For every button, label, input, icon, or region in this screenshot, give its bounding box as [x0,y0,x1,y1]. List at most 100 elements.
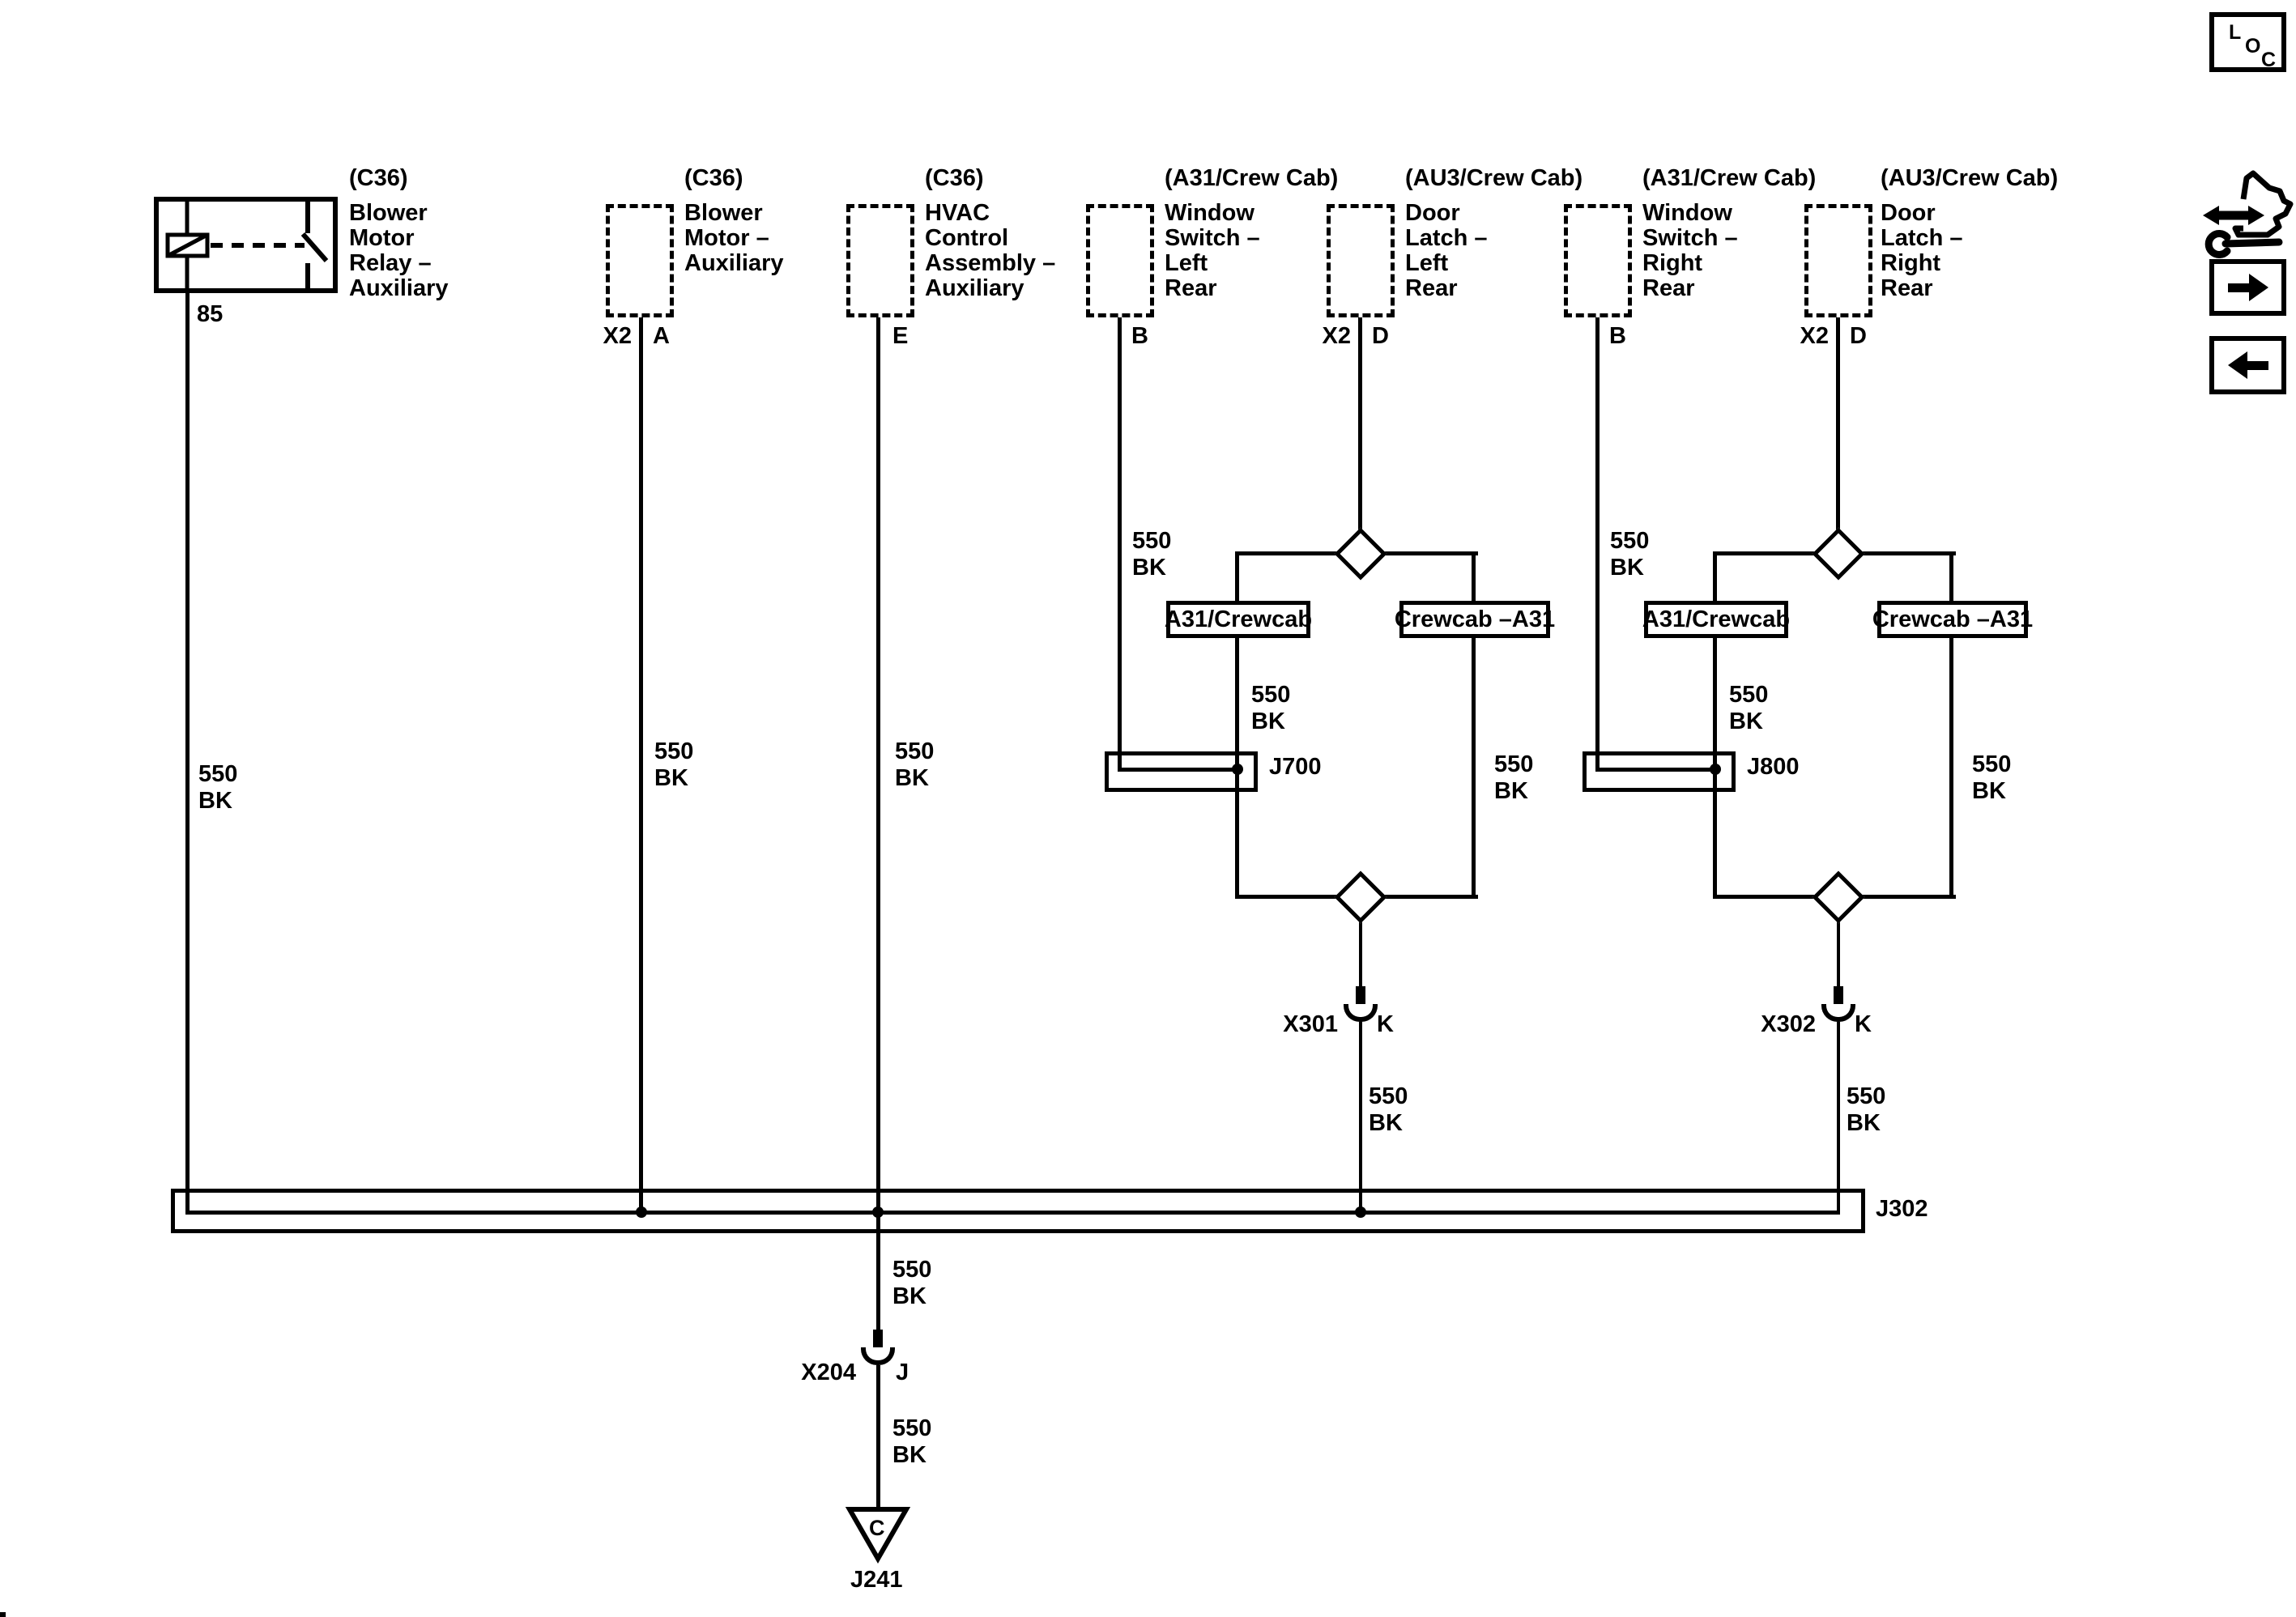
wire-color: BK [895,765,929,791]
loc-letter-c: C [2261,49,2277,71]
connector-box-door-latch-left [1327,204,1395,317]
option-label: Crewcab –A31 [1394,606,1556,632]
wire-color: BK [1251,709,1285,734]
relay-pin-85: 85 [197,301,224,327]
option-merge-diamond-left-bottom [1334,870,1387,924]
stub-x301-upper [1359,916,1362,986]
wire-circuit: 550 [1847,1083,1886,1109]
wire-circuit: 550 [1972,751,2012,777]
wire-label-relay: 550 BK [198,761,237,815]
wire-color: BK [1847,1110,1881,1136]
loc-letter-l: L [2229,21,2242,44]
splice-label-j302: J302 [1876,1196,1928,1222]
wire-label-below-x302: 550 BK [1847,1083,1885,1137]
window-switch-right-line2: Switch – [1642,225,1738,251]
option-merge-diamond-right-bottom [1812,870,1865,924]
wire-color: BK [892,1442,926,1468]
splice-label-j700: J700 [1269,754,1322,780]
door-latch-right-line1: Door [1881,200,1936,226]
drop-right-crew-upper [1949,551,1953,601]
window-switch-left-tag: (A31/Crew Cab) [1165,165,1339,191]
wire-hvac-e-lower [876,1365,880,1511]
hvac-line3: Assembly – [925,250,1056,276]
drop-left-a31-upper [1235,551,1239,601]
splice-j800-inner-wire [1595,768,1717,772]
wire-label-left-a31-branch: 550 BK [1251,682,1290,735]
previous-page-button[interactable] [2209,336,2286,394]
hvac-line2: Control [925,225,1009,251]
connector-box-hvac [846,204,914,317]
connector-box-door-latch-right [1804,204,1872,317]
wire-circuit: 550 [892,1415,932,1441]
page-corner-mark [0,1612,6,1617]
wire-blower-motor-a [639,317,643,1215]
connector-box-blower-motor [606,204,674,317]
wire-hvac-e [876,317,880,1330]
right-arrow-icon [2227,274,2268,301]
door-latch-right-pin-d: D [1850,323,1867,349]
splice-j302-inner-wire [185,1211,1840,1215]
splice-j700-inner-wire [1118,768,1239,772]
blower-motor-line3: Auxiliary [684,250,784,276]
window-switch-left-line3: Left [1165,250,1208,276]
wire-circuit: 550 [198,761,238,787]
x204-socket-icon [861,1347,895,1365]
drop-right-crew-lower [1949,638,1953,899]
drop-left-crew-upper [1472,551,1476,601]
option-label: A31/Crewcab [1164,606,1313,632]
option-label: A31/Crewcab [1642,606,1791,632]
window-switch-left-pin-b: B [1131,323,1148,349]
wire-label-below-x301: 550 BK [1369,1083,1408,1137]
loc-letter-o: O [2245,35,2261,57]
wire-circuit: 550 [892,1257,932,1283]
wire-label-window-left: 550 BK [1132,528,1171,581]
blower-motor-line1: Blower [684,200,763,226]
ground-symbol-icon [845,1507,911,1564]
door-latch-left-line2: Latch – [1405,225,1488,251]
window-switch-right-line3: Right [1642,250,1703,276]
relay-name-line1: Blower [349,200,428,226]
door-latch-left-line3: Left [1405,250,1449,276]
option-label: Crewcab –A31 [1872,606,2034,632]
wire-relay-85-ground [185,293,190,1215]
wire-color: BK [1369,1110,1403,1136]
junction-dot-j302-blower [636,1206,647,1218]
wire-label-right-crew-branch: 550 BK [1972,751,2011,805]
loc-button[interactable]: L O C [2209,12,2286,72]
wire-label-hvac: 550 BK [895,738,934,792]
wire-label-above-x204: 550 BK [892,1257,931,1310]
door-latch-right-line4: Rear [1881,275,1933,301]
window-switch-right-line1: Window [1642,200,1732,226]
wire-label-blower: 550 BK [654,738,693,792]
next-page-button[interactable] [2209,259,2286,316]
wire-circuit: 550 [1729,682,1769,708]
inline-connector-x204-pin: J [896,1360,909,1385]
wire-color: BK [654,765,688,791]
window-switch-right-pin-b: B [1609,323,1626,349]
option-box-right-crew: Crewcab –A31 [1872,601,2033,638]
door-latch-left-tag: (AU3/Crew Cab) [1405,165,1583,191]
stub-x302-upper [1837,916,1840,986]
wire-label-below-x204: 550 BK [892,1415,931,1469]
wire-circuit: 550 [1132,528,1172,554]
vehicle-wrench-icon[interactable] [2201,160,2296,258]
wire-color: BK [1972,778,2006,804]
wire-circuit: 550 [895,738,935,764]
blower-motor-line2: Motor – [684,225,769,251]
wire-door-latch-right-d [1836,317,1840,555]
wire-circuit: 550 [1610,528,1650,554]
hvac-line4: Auxiliary [925,275,1024,301]
ground-letter: C [869,1516,885,1540]
junction-dot-j302-hvac [872,1206,884,1218]
wire-label-left-crew-branch: 550 BK [1494,751,1533,805]
x301-socket-icon [1344,1004,1378,1022]
wire-circuit: 550 [654,738,694,764]
wire-x302-ground [1837,1022,1840,1213]
door-latch-left-pin-x2: X2 [1322,323,1351,349]
wire-window-switch-left-b [1118,317,1122,772]
wire-circuit: 550 [1251,682,1291,708]
wire-color: BK [1132,555,1166,581]
x301-terminal-icon [1356,986,1365,1004]
inline-connector-x302-name: X302 [1761,1011,1816,1037]
